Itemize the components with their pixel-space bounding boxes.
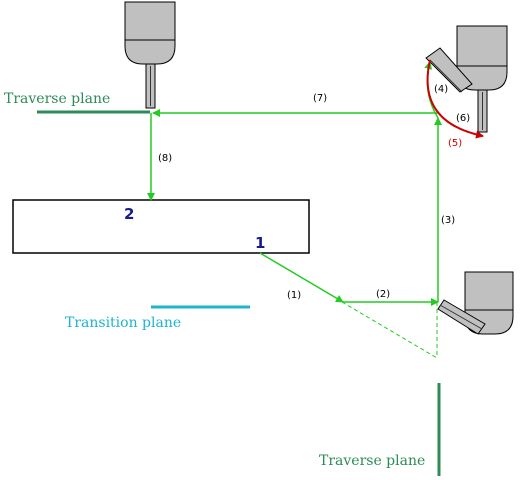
tool-vertical-top-right — [425, 25, 508, 133]
traverse-plane-bottom-label: Traverse plane — [319, 453, 425, 469]
swivel-arc-5 — [426, 59, 484, 139]
step-7-label: (7) — [313, 93, 327, 104]
step-4-label: (4) — [434, 84, 448, 95]
step-1-label: (1) — [287, 290, 301, 301]
dashed-extension-diagonal — [341, 301, 438, 359]
workpiece-block — [12, 199, 310, 254]
tool-tilted-bottom-right — [437, 271, 514, 335]
step-6-label: (6) — [456, 113, 470, 124]
step-8-label: (8) — [158, 153, 172, 164]
transition-plane-label: Transition plane — [65, 315, 181, 331]
point-2-label: 2 — [124, 205, 134, 223]
step-3-label: (3) — [441, 215, 455, 226]
step-5-label: (5) — [448, 138, 462, 149]
tool-vertical-top-left — [124, 1, 176, 109]
path-segment-1 — [259, 252, 344, 303]
step-2-label: (2) — [376, 289, 390, 300]
point-1-label: 1 — [255, 234, 265, 252]
traverse-plane-top-label: Traverse plane — [4, 91, 110, 107]
